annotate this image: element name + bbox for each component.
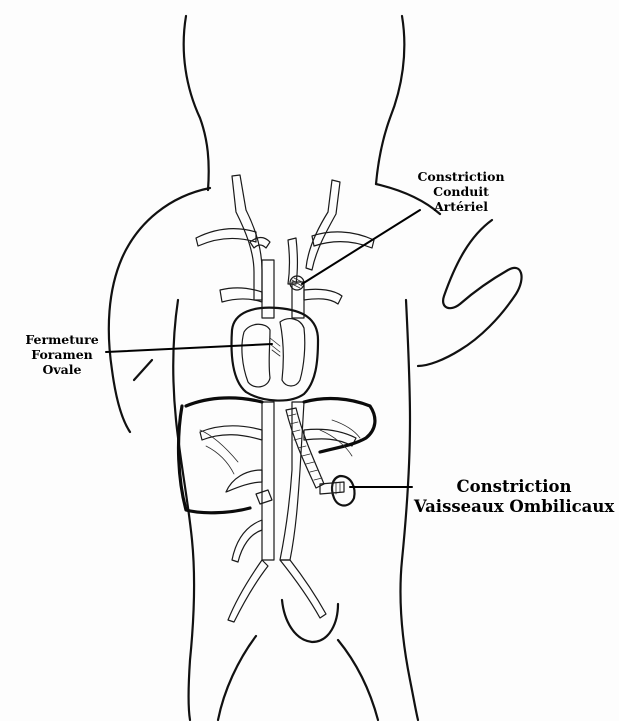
umbilicus — [320, 476, 354, 506]
left-shoulder-arm — [109, 188, 210, 432]
left-arm-inner — [134, 360, 152, 380]
foramen-ovale-hatching — [270, 338, 280, 356]
inferior-vena-cava — [262, 402, 274, 560]
left-atrium-chamber — [280, 319, 305, 386]
label-foramen-line-1: Fermeture — [18, 333, 106, 348]
head-right-contour — [376, 16, 404, 184]
groin-contour — [282, 600, 338, 642]
right-atrium-chamber — [242, 324, 270, 387]
right-arm-outer — [418, 220, 522, 366]
leader-lines — [106, 210, 420, 487]
umbilicus-ring — [332, 476, 354, 506]
label-fermeture-foramen-ovale: Fermeture Foramen Ovale — [18, 333, 106, 377]
label-conduit-line-2: Conduit — [406, 185, 516, 200]
right-carotid-vessel — [306, 180, 340, 270]
label-constriction-vaisseaux-ombilicaux: Constriction Vaisseaux Ombilicaux — [412, 477, 616, 517]
jugular-vessel — [250, 238, 270, 249]
hepatic-branch-left — [200, 426, 262, 440]
label-foramen-line-3: Ovale — [18, 363, 106, 378]
label-foramen-line-2: Foramen — [18, 348, 106, 363]
left-umbilical-artery — [232, 520, 262, 562]
iliac-branch-left — [228, 560, 268, 622]
heart — [232, 308, 318, 401]
label-conduit-line-1: Constriction — [406, 170, 516, 185]
head-left-contour — [184, 16, 209, 190]
left-carotid-vessel — [232, 175, 262, 300]
label-vaisseaux-line-1: Constriction — [412, 477, 616, 497]
right-leg-contour — [338, 640, 378, 720]
superior-vena-cava — [262, 260, 274, 318]
liver — [179, 398, 375, 513]
left-pulmonary-vessel — [220, 288, 262, 302]
liver-outline — [179, 398, 375, 513]
right-pulmonary-vessel — [304, 289, 342, 304]
ductus-hatching — [292, 278, 302, 288]
great-vessels — [196, 175, 374, 318]
label-vaisseaux-line-2: Vaisseaux Ombilicaux — [412, 497, 616, 517]
umbilical-artery-loop — [226, 470, 262, 492]
leader-foramen — [106, 344, 272, 352]
left-leg-contour — [218, 636, 256, 720]
iliac-branch-right — [280, 560, 326, 618]
umbilical-vein-stripes — [288, 414, 322, 480]
ductus-venosus — [256, 490, 272, 504]
abdominal-aorta — [280, 402, 304, 560]
label-constriction-conduit-arteriel: Constriction Conduit Artériel — [406, 170, 516, 214]
label-conduit-line-3: Artériel — [406, 200, 516, 215]
